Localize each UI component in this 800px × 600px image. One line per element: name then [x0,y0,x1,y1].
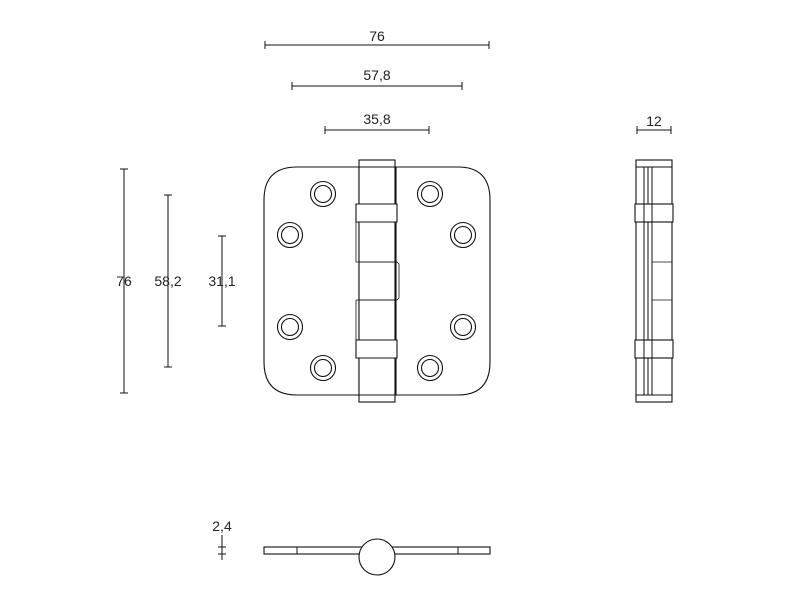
dim-hole-span-vertical-outer: 58,2 [154,194,182,368]
knuckle-segment-upper [355,203,398,223]
dim-hole-span-inner: 35,8 [324,111,430,134]
dim-label-side-thickness: 12 [646,113,662,129]
dim-side-thickness: 12 [636,113,672,134]
screw-hole [276,313,304,341]
screw-hole [309,354,337,382]
knuckle-segment-lower [355,339,398,359]
hinge-side-view [634,159,674,403]
dim-hole-span-vertical-inner: 31,1 [208,235,236,327]
dim-label-hole-span-vertical-inner: 31,1 [208,273,235,289]
right-leaf [395,166,491,396]
knuckle-barrel [358,159,396,403]
dim-label-leaf-thickness: 2,4 [212,518,232,534]
dim-label-hole-span-outer: 57,8 [363,67,390,83]
screw-hole [449,221,477,249]
left-leaf [263,166,360,396]
screw-hole [309,180,337,208]
dim-label-overall-height: 76 [116,273,132,289]
screw-hole [449,313,477,341]
dim-hole-span-outer: 57,8 [291,67,463,90]
dim-label-hole-span-vertical-outer: 58,2 [154,273,181,289]
screw-hole [276,221,304,249]
dim-leaf-thickness: 2,4 [212,518,232,560]
screw-hole [416,180,444,208]
hinge-bottom-view [263,538,491,576]
dim-overall-height: 76 [116,168,132,394]
hinge-front-view [263,159,491,403]
screw-hole [416,354,444,382]
dim-overall-width: 76 [264,28,490,49]
dim-label-hole-span-inner: 35,8 [363,111,390,127]
dim-label-overall-width: 76 [369,28,385,44]
